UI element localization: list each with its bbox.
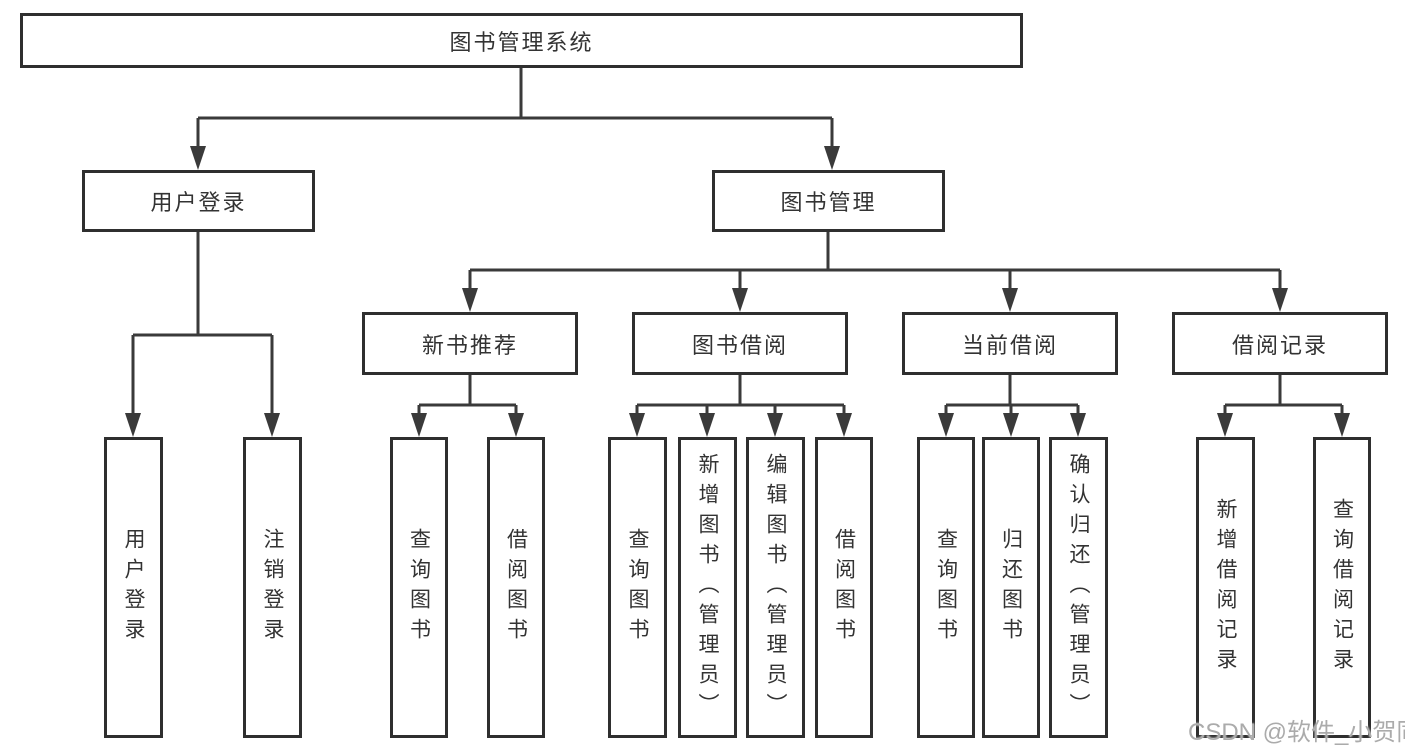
leaf-borrow-books-borrow: 借阅图书: [815, 437, 873, 738]
node-new-book-recommendation: 新书推荐: [362, 312, 578, 375]
leaf-logout: 注销登录: [243, 437, 302, 738]
leaf-query-books-borrow: 查询图书: [608, 437, 667, 738]
node-book-management-system: 图书管理系统: [20, 13, 1023, 68]
leaf-query-books-recommend: 查询图书: [390, 437, 448, 738]
leaf-borrow-books-recommend: 借阅图书: [487, 437, 545, 738]
leaf-edit-books-admin: 编辑图书（管理员）: [746, 437, 805, 738]
node-borrowing-records: 借阅记录: [1172, 312, 1388, 375]
node-book-borrowing: 图书借阅: [632, 312, 848, 375]
arrowheads: [125, 146, 1350, 437]
leaf-query-books-current: 查询图书: [917, 437, 975, 738]
leaf-query-borrow-record: 查询借阅记录: [1313, 437, 1371, 738]
leaf-add-books-admin: 新增图书（管理员）: [678, 437, 737, 738]
csdn-watermark: CSDN @软件_小贺同学: [1188, 719, 1405, 746]
leaf-return-books: 归还图书: [982, 437, 1040, 738]
node-user-login: 用户登录: [82, 170, 315, 232]
leaf-user-login: 用户登录: [104, 437, 163, 738]
leaf-confirm-return-admin: 确认归还（管理员）: [1049, 437, 1108, 738]
node-current-borrowing: 当前借阅: [902, 312, 1118, 375]
leaf-add-borrow-record: 新增借阅记录: [1196, 437, 1255, 738]
node-book-management: 图书管理: [712, 170, 945, 232]
